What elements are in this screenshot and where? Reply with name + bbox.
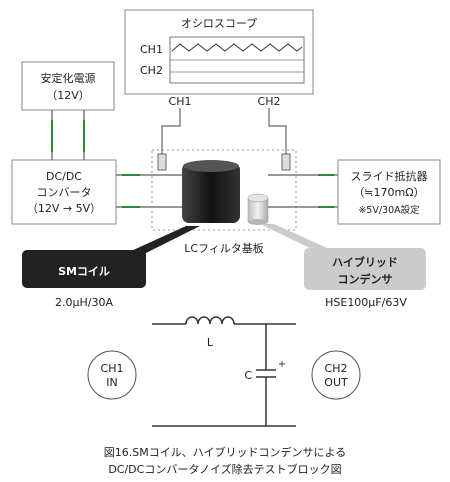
svg-text:安定化電源: 安定化電源	[41, 71, 96, 85]
sm-coil-label: SMコイル	[58, 265, 110, 278]
svg-text:IN: IN	[106, 376, 117, 389]
svg-text:（12V → 5V）: （12V → 5V）	[27, 202, 101, 215]
inductor-symbol	[185, 316, 235, 325]
svg-text:DC/DC: DC/DC	[46, 170, 82, 183]
capacitor-plus: +	[278, 359, 286, 370]
scope-ch2-label: CH2	[140, 64, 163, 77]
hybrid-cap-label-2: コンデンサ	[338, 272, 393, 286]
svg-text:コンバータ: コンバータ	[37, 186, 92, 199]
hybrid-cap-callout: ハイブリッド コンデンサ HSE100μF/63V	[260, 224, 426, 309]
dcdc-converter: DC/DC コンバータ （12V → 5V）	[11, 159, 117, 225]
slide-resistor: スライド抵抗器 （≒170mΩ） ※5V/30A設定	[337, 159, 441, 225]
oscilloscope: オシロスコープ CH1 CH2 CH1 CH2	[124, 9, 314, 108]
lc-schematic	[152, 316, 296, 427]
svg-text:CH1: CH1	[101, 362, 124, 375]
sm-coil-spec: 2.0μH/30A	[55, 296, 113, 309]
hybrid-cap-label-1: ハイブリッド	[332, 255, 398, 269]
ch2-out-node: CH2 OUT	[311, 350, 361, 400]
svg-text:※5V/30A設定: ※5V/30A設定	[358, 204, 420, 216]
filter-board-label: LCフィルタ基板	[184, 241, 264, 255]
svg-text:OUT: OUT	[324, 376, 348, 389]
ch1-in-node: CH1 IN	[87, 350, 137, 400]
inductor-label: L	[207, 336, 214, 349]
sm-coil-callout: SMコイル 2.0μH/30A	[22, 226, 200, 309]
hybrid-cap-spec: HSE100μF/63V	[325, 296, 407, 309]
figure-caption-line-1: 図16.SMコイル、ハイブリッドコンデンサによる	[104, 445, 346, 459]
hybrid-capacitor-component	[247, 193, 269, 225]
svg-text:（≒170mΩ）: （≒170mΩ）	[353, 186, 424, 199]
probe-ch2-label: CH2	[258, 95, 281, 108]
svg-text:スライド抵抗器: スライド抵抗器	[351, 169, 428, 183]
scope-ch1-label: CH1	[140, 43, 163, 56]
load-wires	[268, 174, 338, 208]
lc-filter-board: LCフィルタ基板	[151, 149, 297, 255]
ch1-waveform	[171, 43, 303, 52]
power-supply: 安定化電源 （12V）	[21, 61, 115, 111]
probe-wires	[157, 108, 291, 171]
figure-caption-line-2: DC/DCコンバータノイズ除去テストブロック図	[108, 462, 341, 476]
probe-ch1-label: CH1	[169, 95, 192, 108]
capacitor-label: C	[244, 369, 252, 382]
supply-wires	[51, 110, 85, 160]
converter-wires	[116, 174, 184, 208]
svg-text:CH2: CH2	[325, 362, 348, 375]
oscilloscope-title: オシロスコープ	[181, 17, 257, 30]
sm-coil-component	[182, 160, 240, 223]
svg-text:（12V）: （12V）	[46, 89, 90, 102]
